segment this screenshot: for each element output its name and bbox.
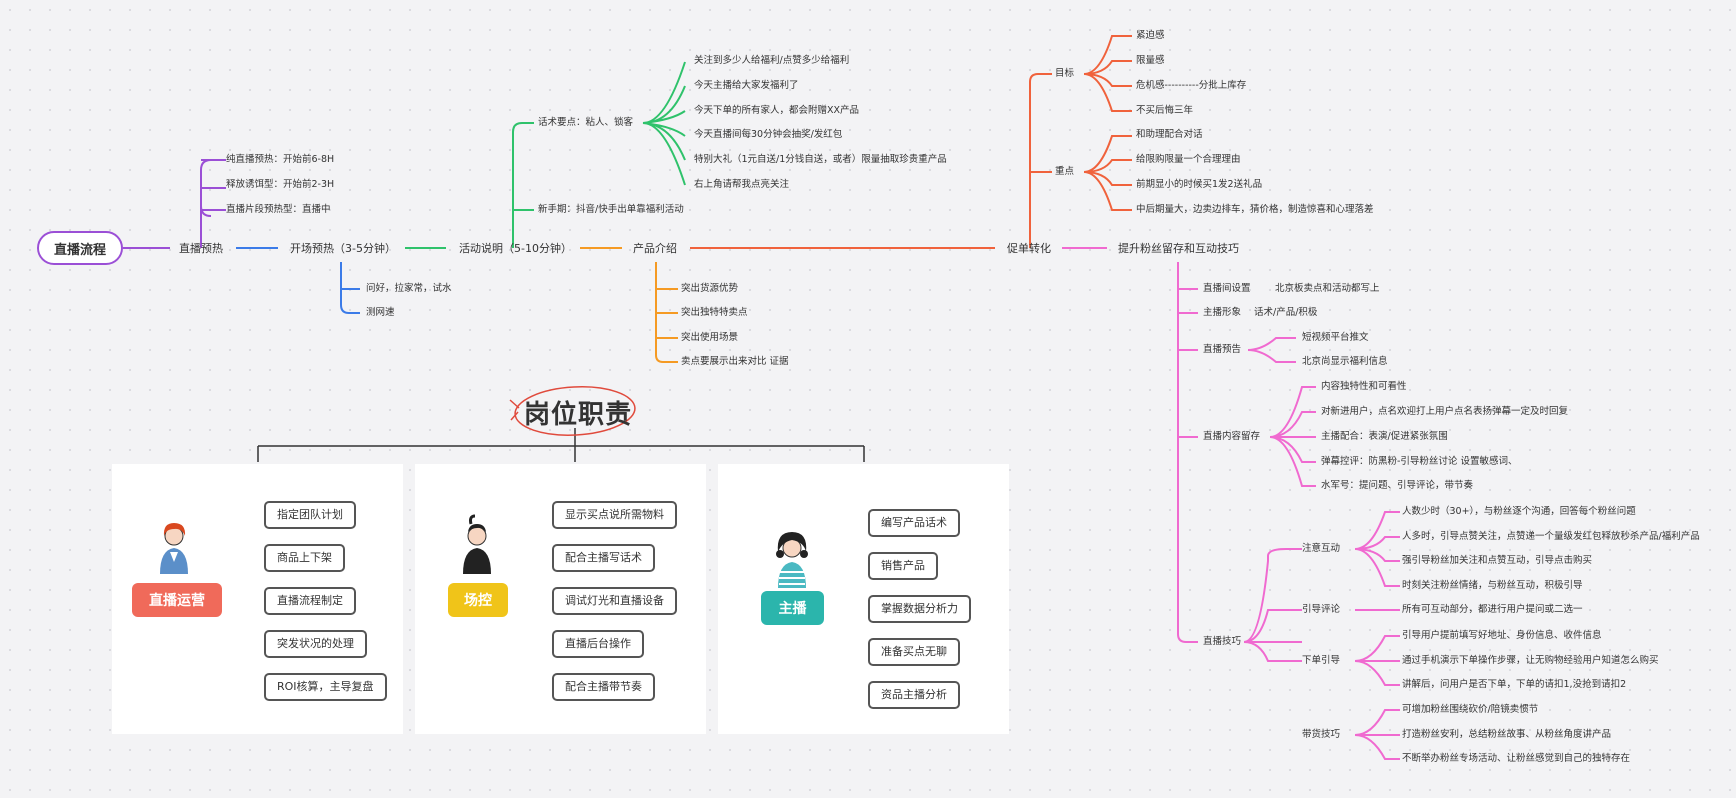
selling-item[interactable]: 不断举办粉丝专场活动、让粉丝感觉到自己的独特存在	[1402, 753, 1631, 764]
attention-item[interactable]: 强引导粉丝加关注和点赞互动，引导点击购买	[1402, 555, 1593, 566]
role-label: 直播运营	[149, 593, 205, 609]
product-item[interactable]: 突出使用场景	[681, 332, 739, 343]
duty-item[interactable]: 直播后台操作	[552, 630, 644, 658]
host-image-detail[interactable]: 话术/产品/积极	[1254, 307, 1318, 318]
role-pill-control[interactable]: 场控	[448, 583, 508, 617]
preview-item[interactable]: 短视频平台推文	[1302, 332, 1369, 343]
duty-item[interactable]: ROI核算，主导复盘	[264, 673, 387, 701]
goal-node[interactable]: 目标	[1055, 68, 1075, 79]
script-item[interactable]: 今天下单的所有家人，都会附赠XX产品	[694, 105, 860, 116]
attention-item[interactable]: 人数少时（30+），与粉丝逐个沟通，回答每个粉丝问题	[1402, 506, 1636, 517]
order-item[interactable]: 讲解后，问用户是否下单，下单的请扣1,没抢到请扣2	[1402, 679, 1627, 690]
guide-comment-detail[interactable]: 所有可互动部分，都进行用户提问或二选一	[1402, 604, 1583, 615]
operations-avatar	[160, 523, 188, 574]
node-conversion[interactable]: 促单转化	[1007, 242, 1051, 255]
order-guide-node[interactable]: 下单引导	[1302, 655, 1341, 666]
duty-item[interactable]: 调试灯光和直播设备	[552, 587, 677, 615]
script-points[interactable]: 话术要点：粘人、锁客	[538, 117, 634, 128]
order-item[interactable]: 通过手机演示下单操作步骤，让无购物经验用户知道怎么购买	[1402, 655, 1659, 666]
pre-heat-item[interactable]: 纯直播预热：开始前6-8H	[226, 154, 335, 165]
duty-item[interactable]: 资品主播分析	[868, 681, 960, 709]
node-warmup[interactable]: 开场预热（3-5分钟）	[290, 242, 396, 255]
content-node[interactable]: 直播内容留存	[1203, 431, 1261, 442]
root-node[interactable]: 直播流程	[37, 231, 123, 265]
role-label: 主播	[778, 601, 807, 617]
focus-node[interactable]: 重点	[1055, 166, 1075, 177]
script-item[interactable]: 特别大礼（1元自送/1分钱自送，或者）限量抽取珍贵重产品	[694, 154, 947, 165]
selling-node[interactable]: 带货技巧	[1302, 729, 1341, 740]
host-image-node[interactable]: 主播形象	[1203, 307, 1242, 318]
duty-item[interactable]: 配合主播写话术	[552, 544, 655, 572]
preview-item[interactable]: 北京尚显示福利信息	[1302, 356, 1388, 367]
preview-node[interactable]: 直播预告	[1203, 344, 1242, 355]
goal-item[interactable]: 不买后悔三年	[1136, 105, 1194, 116]
node-activity[interactable]: 活动说明（5-10分钟）	[459, 242, 572, 255]
root-label: 直播流程	[53, 242, 106, 258]
duty-item[interactable]: 突发状况的处理	[264, 630, 367, 658]
focus-item[interactable]: 前期显小的时候买1发2送礼品	[1136, 179, 1263, 190]
duty-item[interactable]: 编写产品话术	[868, 509, 960, 537]
content-item[interactable]: 水军号：提问题、引导评论，带节奏	[1321, 480, 1474, 491]
node-pre-heat[interactable]: 直播预热	[179, 242, 223, 255]
order-item[interactable]: 引导用户提前填写好地址、身份信息、收件信息	[1402, 630, 1602, 641]
product-item[interactable]: 卖点要展示出来对比 证据	[681, 356, 789, 367]
focus-item[interactable]: 中后期量大，边卖边排车，猜价格，制造惊喜和心理落差	[1136, 204, 1374, 215]
content-item[interactable]: 内容独特性和可看性	[1321, 381, 1407, 392]
duty-item[interactable]: 显示买点说所需物料	[552, 501, 677, 529]
product-item[interactable]: 突出独特特卖点	[681, 307, 748, 318]
role-pill-operations[interactable]: 直播运营	[132, 583, 222, 617]
node-retention[interactable]: 提升粉丝留存和互动技巧	[1118, 242, 1239, 255]
node-product[interactable]: 产品介绍	[633, 242, 677, 255]
skills-node[interactable]: 直播技巧	[1203, 636, 1242, 647]
pre-heat-item[interactable]: 释放诱饵型：开始前2-3H	[226, 179, 335, 190]
room-setup-node[interactable]: 直播间设置	[1203, 283, 1251, 294]
script-item[interactable]: 今天直播间每30分钟会抽奖/发红包	[694, 129, 843, 140]
focus-item[interactable]: 和助理配合对话	[1136, 129, 1203, 140]
duty-item[interactable]: 销售产品	[868, 552, 938, 580]
content-item[interactable]: 对新进用户，点名欢迎打上用户点名表扬弹幕一定及时回复	[1321, 406, 1569, 417]
duty-item[interactable]: 准备买点无聊	[868, 638, 960, 666]
duty-item[interactable]: 掌握数据分析力	[868, 595, 971, 623]
warmup-item[interactable]: 测网速	[366, 307, 395, 318]
goal-item[interactable]: 限量感	[1136, 55, 1165, 66]
pre-heat-item[interactable]: 直播片段预热型：直播中	[226, 204, 331, 215]
focus-item[interactable]: 给限购限量一个合理理由	[1136, 154, 1241, 165]
newbie-item[interactable]: 新手期：抖音/快手出单靠福利活动	[538, 204, 684, 215]
selling-item[interactable]: 可增加粉丝围绕砍价/陪镜卖惯节	[1402, 704, 1539, 715]
duty-title: 岗位职责	[524, 400, 633, 430]
duty-item[interactable]: 配合主播带节奏	[552, 673, 655, 701]
attention-item[interactable]: 人多时，引导点赞关注，点赞递一个量级发红包释放秒杀产品/福利产品	[1402, 531, 1700, 542]
control-avatar	[463, 514, 491, 574]
duty-item[interactable]: 商品上下架	[264, 544, 345, 572]
script-item[interactable]: 今天主播给大家发福利了	[694, 80, 799, 91]
goal-item[interactable]: 紧迫感	[1136, 30, 1165, 41]
content-item[interactable]: 主播配合：表演/促进紧张氛围	[1321, 431, 1448, 442]
content-item[interactable]: 弹幕控评：防黑粉-引导粉丝讨论 设置敏感词、	[1321, 456, 1518, 467]
product-item[interactable]: 突出货源优势	[681, 283, 739, 294]
attention-node[interactable]: 注意互动	[1302, 543, 1341, 554]
script-item[interactable]: 右上角请帮我点亮关注	[694, 179, 790, 190]
duty-item[interactable]: 指定团队计划	[264, 501, 356, 529]
room-setup-detail[interactable]: 北京板卖点和活动都写上	[1275, 283, 1380, 294]
role-label: 场控	[464, 593, 492, 609]
selling-item[interactable]: 打造粉丝安利，总结粉丝故事、从粉丝角度讲产品	[1402, 729, 1612, 740]
host-avatar	[776, 532, 808, 588]
duty-item[interactable]: 直播流程制定	[264, 587, 356, 615]
attention-item[interactable]: 时刻关注粉丝情绪，与粉丝互动，积极引导	[1402, 580, 1583, 591]
script-item[interactable]: 关注到多少人给福利/点赞多少给福利	[694, 55, 850, 66]
guide-comment-node[interactable]: 引导评论	[1302, 604, 1341, 615]
goal-item[interactable]: 危机感----------分批上库存	[1136, 80, 1247, 91]
warmup-item[interactable]: 问好，拉家常，试水	[366, 283, 452, 294]
role-pill-host[interactable]: 主播	[761, 591, 824, 625]
